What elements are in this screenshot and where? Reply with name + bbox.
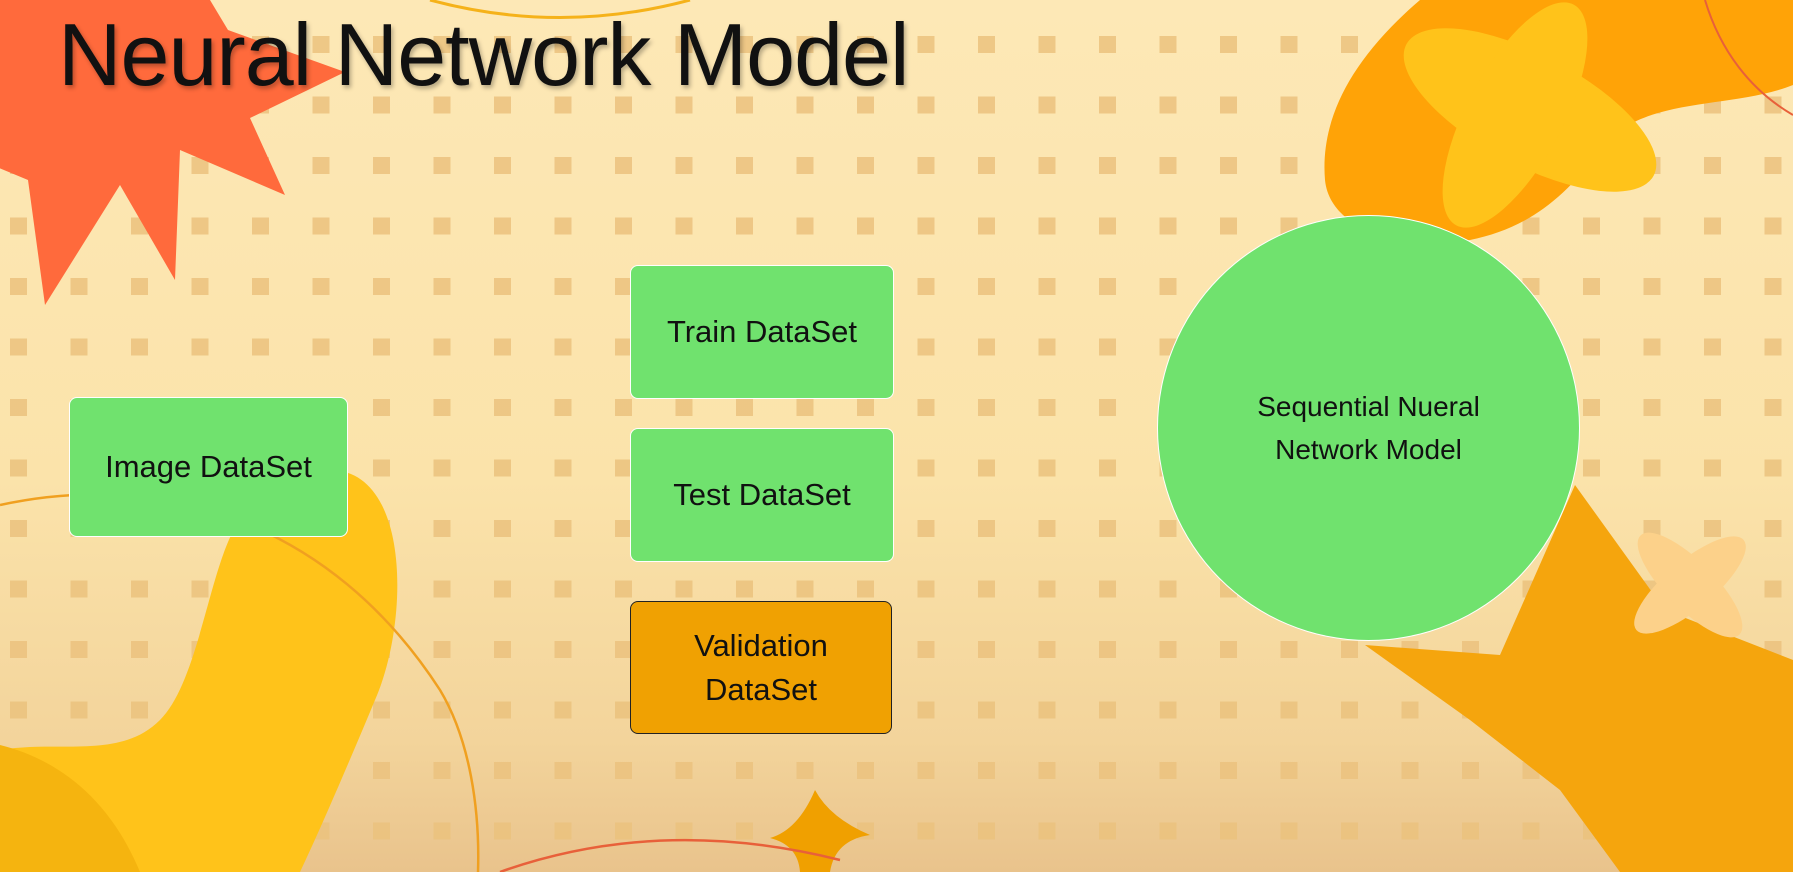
validation-dataset-label: Validation DataSet xyxy=(694,628,828,707)
red-arc-bottom xyxy=(499,838,841,872)
yellow-petal-left xyxy=(0,470,398,872)
sequential-model-circle: Sequential Nueral Network Model xyxy=(1157,215,1580,641)
test-dataset-label: Test DataSet xyxy=(673,477,851,513)
top-arc xyxy=(429,0,691,19)
sequential-model-label: Sequential Nueral Network Model xyxy=(1257,390,1480,465)
light-petal-b xyxy=(1637,532,1743,638)
train-dataset-label: Train DataSet xyxy=(666,314,858,350)
yellow-petal-left-lower xyxy=(0,745,140,872)
yellow-petal-b xyxy=(1442,2,1588,228)
red-arc-right xyxy=(1704,0,1793,116)
image-dataset-label: Image DataSet xyxy=(105,449,312,485)
train-dataset-box: Train DataSet xyxy=(630,265,894,399)
slide-title: Neural Network Model xyxy=(58,5,910,104)
orange-star-right xyxy=(1365,485,1793,872)
red-star-shape xyxy=(0,0,345,305)
test-dataset-box: Test DataSet xyxy=(630,428,894,562)
image-dataset-box: Image DataSet xyxy=(69,397,348,537)
validation-dataset-box: Validation DataSet xyxy=(630,601,892,734)
